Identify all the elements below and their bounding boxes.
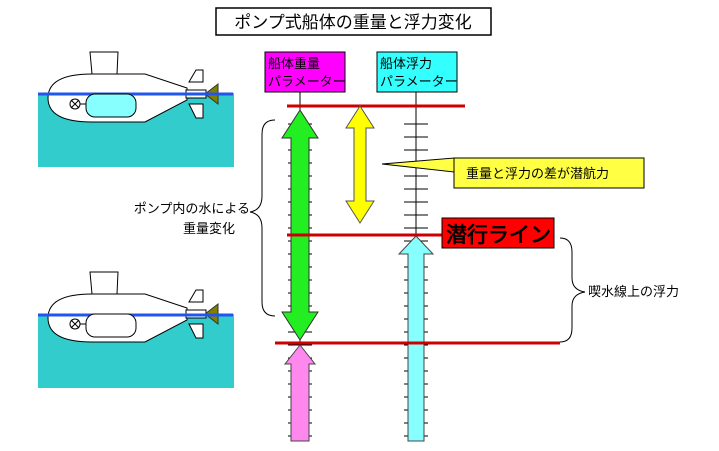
weight-change-arrow: [281, 109, 319, 341]
callout-text: 重量と浮力の差が潜航力: [466, 166, 609, 182]
diagram-title: ポンプ式船体の重量と浮力変化: [234, 13, 472, 33]
pump-label-line2: 重量変化: [183, 221, 235, 237]
buoyancy-param-line1: 船体浮力: [380, 57, 432, 72]
pump-brace: [249, 119, 276, 317]
pump-tank-icon: [85, 93, 137, 118]
waterline-brace: [559, 237, 586, 343]
buoyancy-param-box: [376, 51, 458, 93]
dive-line-label: 潜行ライン: [446, 223, 551, 247]
callout-box: [453, 157, 645, 189]
weight-param-line1: 船体重量: [268, 56, 320, 72]
weight-param-box: [264, 51, 346, 93]
waterline-label: 喫水線上の浮力: [588, 284, 679, 300]
pump-label-line1: ポンプ内の水による: [134, 201, 250, 217]
callout-pointer: [381, 157, 455, 173]
buoyancy-arrow: [397, 235, 435, 442]
weight-param-line2: パラメーター: [268, 75, 346, 90]
title-box: [215, 7, 492, 36]
dive-line-label-box: [441, 217, 555, 249]
weight-arrow: [283, 344, 317, 442]
callout-join: [455, 159, 467, 187]
pump-tank-icon-empty: [85, 313, 137, 338]
buoyancy-param-line2: パラメーター: [380, 75, 458, 90]
submarine-bottom: [38, 271, 234, 388]
submarine-top: [38, 51, 234, 167]
dive-power-arrow: [345, 105, 375, 224]
